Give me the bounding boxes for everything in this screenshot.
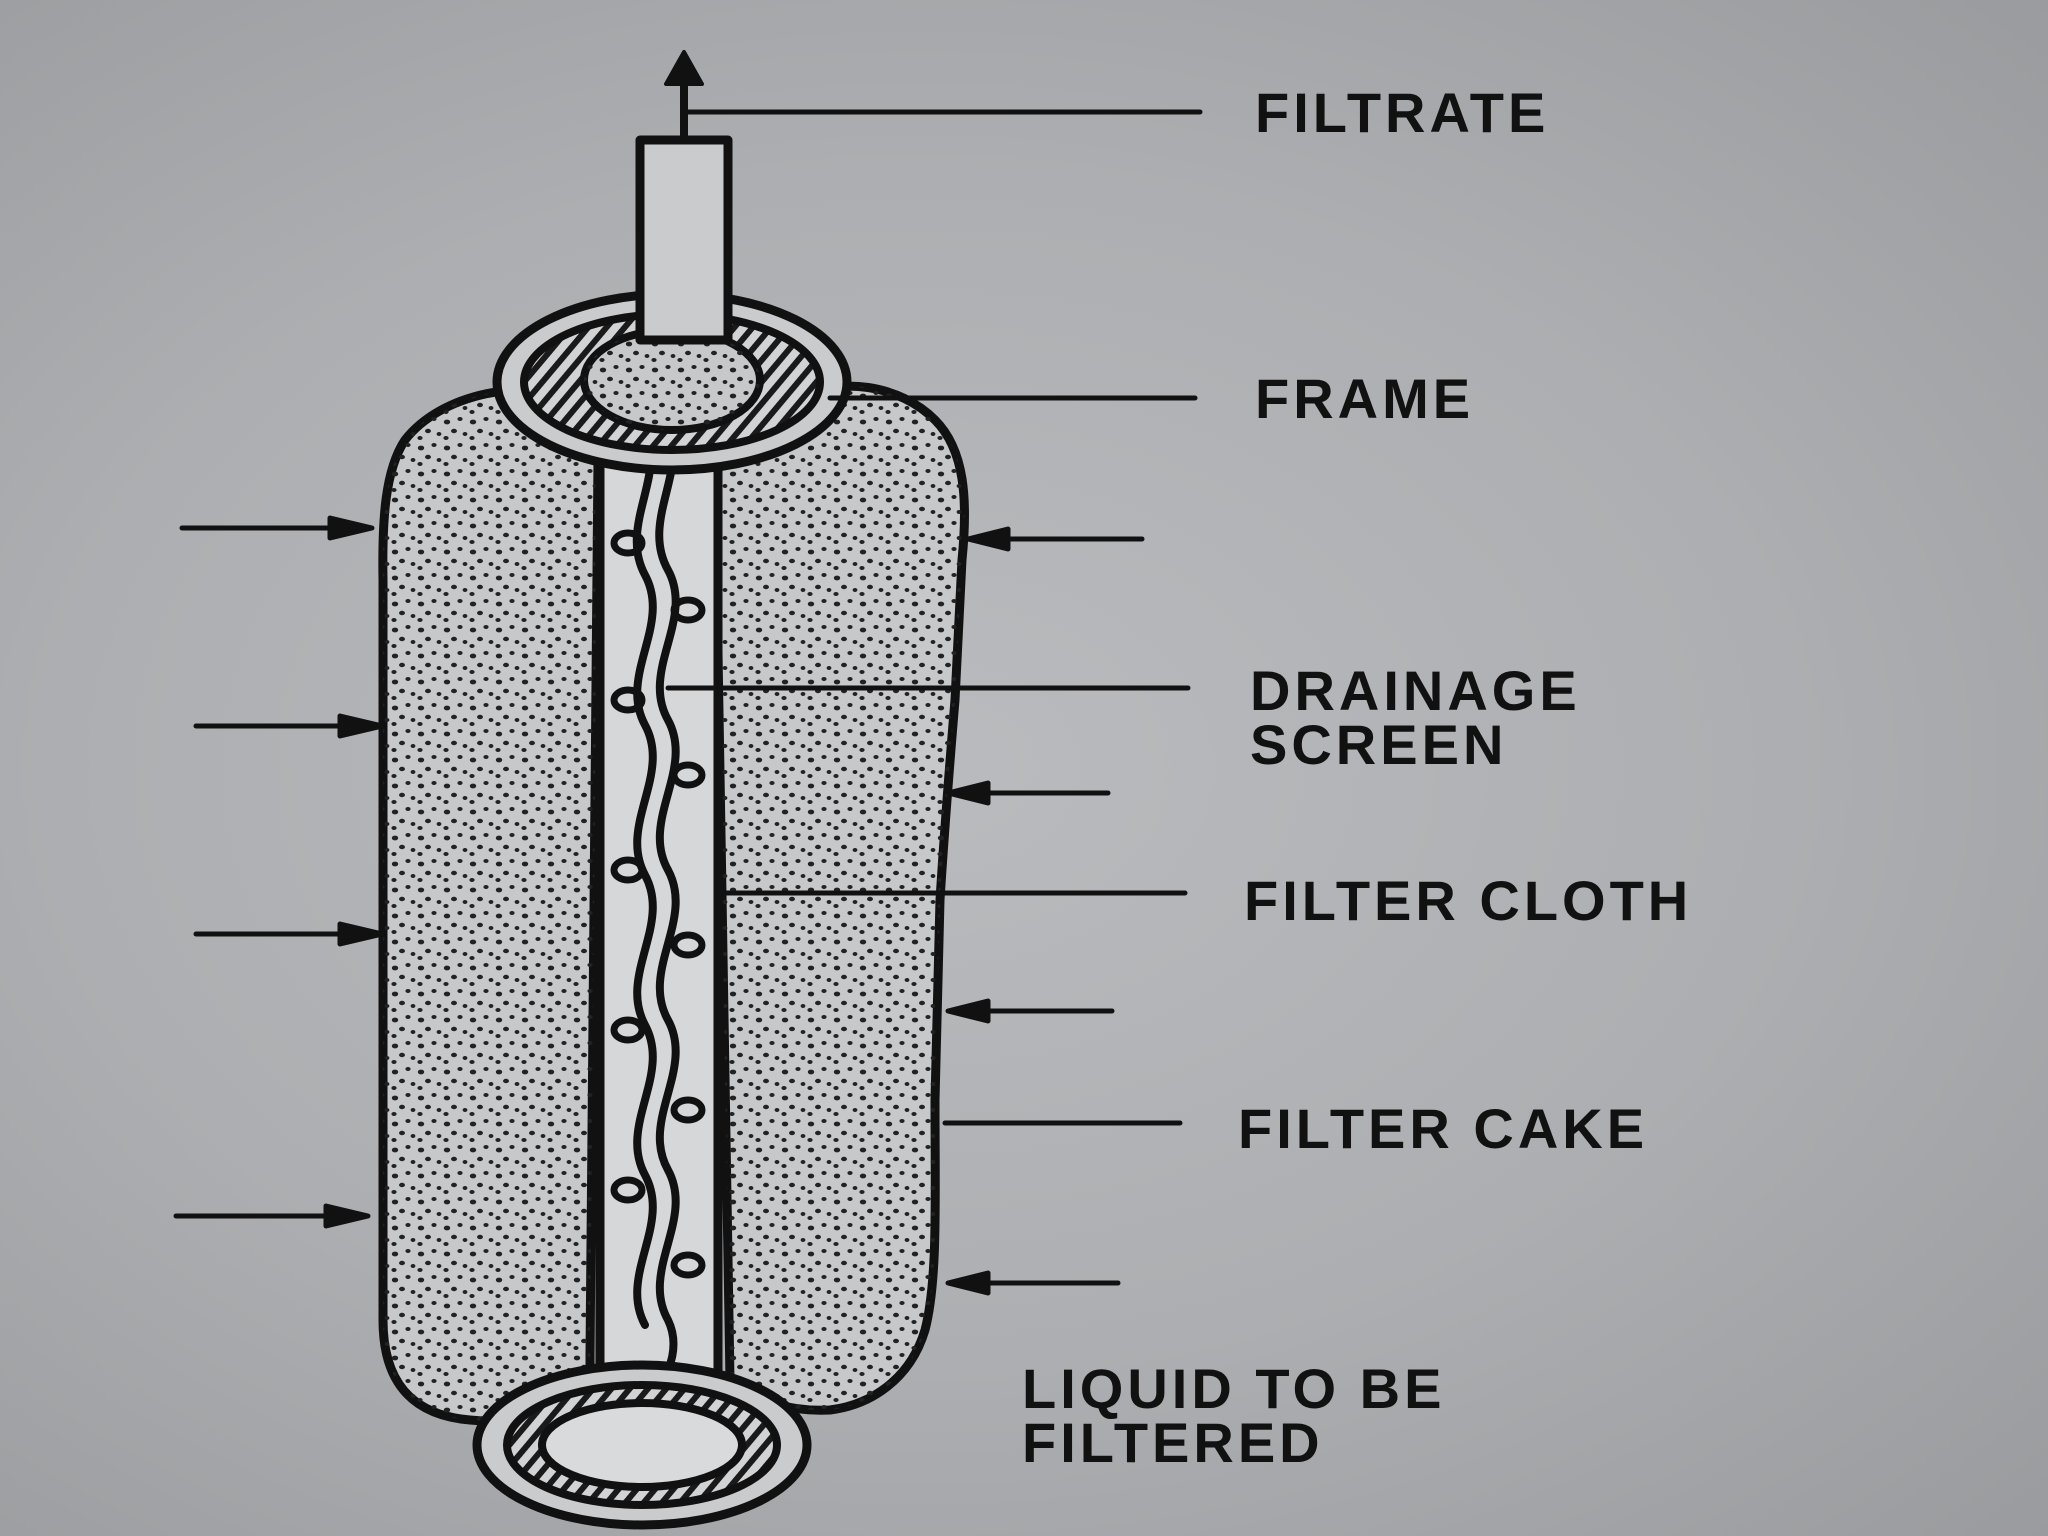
inflow-arrows-left: [173, 515, 385, 1229]
label-drainage-screen: DRAINAGE SCREEN: [1250, 659, 1581, 776]
label-filter-cake: FILTER CAKE: [1238, 1097, 1649, 1160]
filtrate-arrowhead: [664, 50, 704, 86]
label-liquid-line1: LIQUID TO BE: [1022, 1357, 1446, 1420]
inflow-arrows-right: [945, 526, 1145, 1296]
label-filtrate: FILTRATE: [1255, 81, 1550, 144]
label-liquid-to-be-filtered: LIQUID TO BE FILTERED: [1022, 1357, 1446, 1474]
label-filter-cloth: FILTER CLOTH: [1244, 869, 1693, 932]
label-drainage-screen-line2: SCREEN: [1250, 713, 1508, 776]
drainage-screen: [655, 416, 680, 1389]
label-frame: FRAME: [1255, 367, 1475, 430]
label-liquid-line2: FILTERED: [1022, 1411, 1324, 1474]
label-drainage-screen-line1: DRAINAGE: [1250, 659, 1581, 722]
drainage-channel: [595, 435, 723, 1395]
outlet-pipe: [635, 135, 733, 345]
